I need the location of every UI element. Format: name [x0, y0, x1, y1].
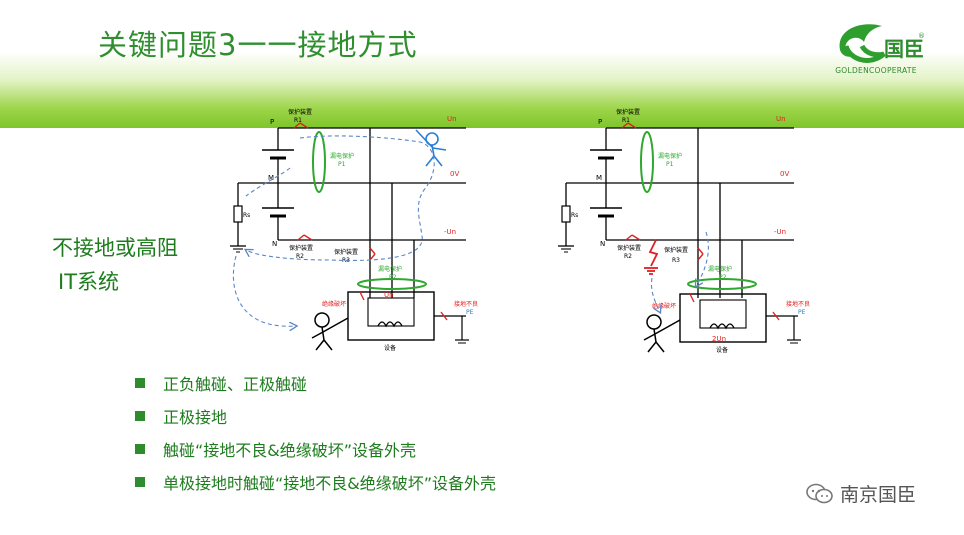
device-enclosure-r — [679, 293, 801, 344]
label-insulation-r: 绝缘破坏 — [652, 302, 676, 310]
list-item: 触碰“接地不良&绝缘破坏”设备外壳 — [135, 432, 496, 465]
wechat-icon — [806, 483, 833, 503]
label-protect3: 保护装置 — [334, 248, 358, 256]
logo-leaf-icon — [839, 24, 882, 57]
label-pe: PE — [466, 309, 474, 316]
label-protect2: 保护装置 — [289, 244, 313, 252]
label-un-pos-r: Un — [776, 115, 786, 123]
bus-positive — [277, 122, 466, 150]
label-n: N — [272, 240, 277, 248]
label-r3-r: R3 — [672, 257, 680, 264]
watermark-text: 南京国臣 — [840, 484, 917, 506]
label-pe-r: PE — [798, 309, 806, 316]
fault-current-paths — [232, 135, 435, 326]
bus-negative — [278, 234, 466, 241]
label-p1-r: P1 — [666, 161, 674, 168]
label-leak1-r: 漏电保护 — [658, 152, 682, 160]
brand-logo: 国臣 ® — [839, 24, 925, 63]
bullet-square-icon — [135, 410, 145, 421]
label-un-device-r: 2Un — [712, 335, 726, 343]
label-protect3-r: 保护装置 — [664, 246, 688, 254]
label-device: 设备 — [384, 344, 396, 352]
ground-fault-icon — [644, 239, 659, 275]
system-type-label-line2: IT系统 — [58, 270, 120, 294]
label-rs: Rs — [243, 212, 250, 219]
leakage-sensor-p2-r — [687, 278, 757, 290]
bullet-square-icon — [135, 476, 145, 487]
label-r1-r: R1 — [622, 117, 630, 124]
person-touching-device — [311, 312, 349, 351]
label-un-neg-r: -Un — [774, 228, 786, 236]
leakage-sensor-p1-r — [640, 131, 654, 193]
battery-source — [262, 149, 294, 240]
system-type-label-line1: 不接地或高阻 — [52, 236, 178, 260]
label-rs-r: Rs — [571, 212, 578, 219]
label-p-r: P — [598, 118, 602, 126]
label-r2: R2 — [296, 253, 304, 260]
label-protect2-r: 保护装置 — [617, 244, 641, 252]
label-m: M — [268, 174, 274, 182]
bullet-square-icon — [135, 377, 145, 388]
bullet-square-icon — [135, 443, 145, 454]
device-enclosure — [347, 291, 469, 344]
label-zero-v-r: 0V — [780, 170, 789, 178]
person-touching-device-r — [643, 314, 681, 353]
label-r1: R1 — [294, 117, 302, 124]
leakage-sensor-p1 — [312, 131, 326, 193]
label-protect1: 保护装置 — [288, 108, 312, 116]
label-un-neg: -Un — [444, 228, 456, 236]
fault-current-paths-r — [650, 231, 709, 312]
label-leak2-r: 漏电保护 — [708, 265, 732, 273]
bus-negative-r — [606, 234, 794, 241]
rs-resistor-r — [558, 183, 574, 253]
battery-source-r — [590, 149, 622, 240]
label-un-device: Un — [384, 291, 394, 299]
logo-brand-text: 国臣 — [884, 37, 924, 61]
diagram-right: P 保护装置 R1 Un M 0V Rs N 保 — [558, 108, 810, 354]
list-item: 正极接地 — [135, 399, 496, 432]
label-insulation: 绝缘破坏 — [322, 300, 346, 308]
logo-reg-mark: ® — [918, 32, 925, 40]
label-leak1: 漏电保护 — [330, 152, 354, 160]
label-p2-r: P2 — [719, 274, 727, 281]
list-item: 单极接地时触碰“接地不良&绝缘破坏”设备外壳 — [135, 465, 496, 498]
logo-subtext: GOLDENCOOPERATE — [835, 66, 917, 75]
label-p2: P2 — [389, 274, 397, 281]
label-r2-r: R2 — [624, 253, 632, 260]
watermark: 南京国臣 — [806, 480, 916, 507]
label-protect1-r: 保护装置 — [616, 108, 640, 116]
diagram-left: P 保护装置 R1 Un M 0V Rs — [230, 108, 478, 352]
leakage-sensor-p2 — [357, 278, 427, 290]
label-un-pos: Un — [447, 115, 457, 123]
label-p: P — [270, 118, 274, 126]
bullet-list: 正负触碰、正极触碰 正极接地 触碰“接地不良&绝缘破坏”设备外壳 单极接地时触碰… — [135, 366, 496, 498]
label-n-r: N — [600, 240, 605, 248]
label-ground-bad: 接地不良 — [454, 300, 478, 308]
label-p1: P1 — [338, 161, 346, 168]
list-item: 正负触碰、正极触碰 — [135, 366, 496, 399]
page-title: 关键问题3一一接地方式 — [98, 28, 418, 62]
rs-resistor — [230, 183, 246, 253]
person-touching-bus — [415, 129, 447, 167]
bus-positive-r — [605, 122, 794, 150]
label-zero-v: 0V — [450, 170, 459, 178]
label-device-r: 设备 — [716, 346, 728, 354]
label-ground-bad-r: 接地不良 — [786, 300, 810, 308]
header-band — [0, 0, 964, 128]
label-leak2: 漏电保护 — [378, 265, 402, 273]
label-m-r: M — [596, 174, 602, 182]
